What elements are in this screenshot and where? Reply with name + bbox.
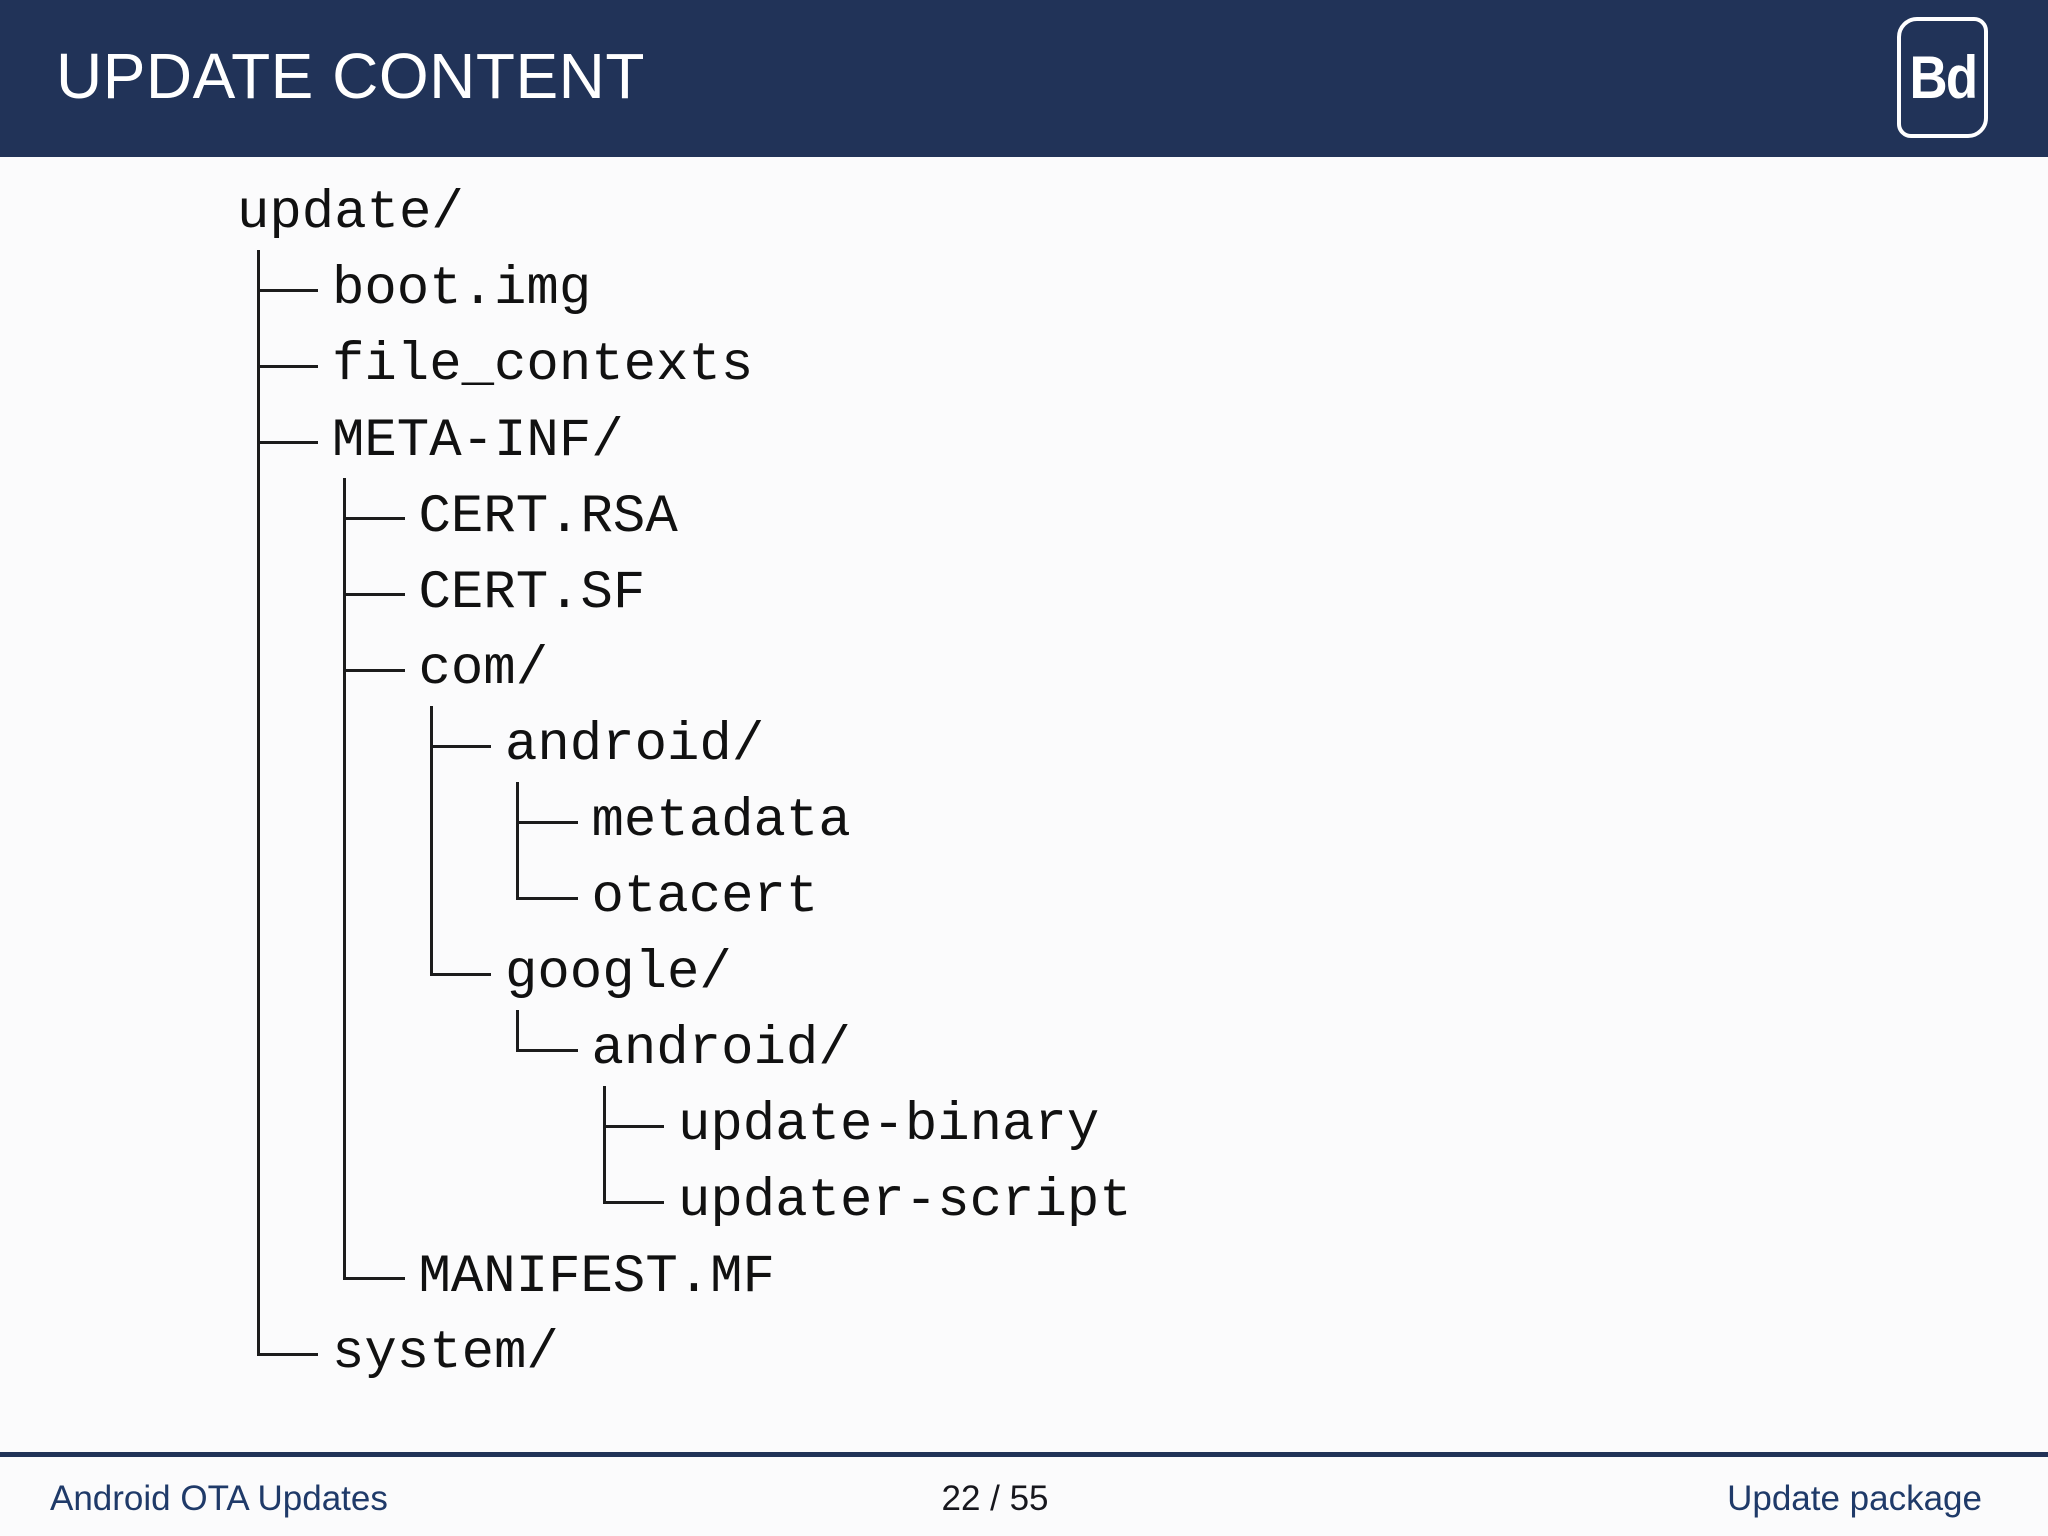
tree-connector-h <box>431 972 491 976</box>
tree-connector-h <box>344 668 405 672</box>
tree-connector-h <box>258 440 318 444</box>
tree-connector-h <box>517 1048 578 1052</box>
slide-title: UPDATE CONTENT <box>56 39 645 112</box>
footer-rule <box>0 1452 2048 1457</box>
tree-node-label: boot.img <box>332 259 592 320</box>
tree-node-label: metadata <box>591 791 851 852</box>
tree-node-label: otacert <box>591 867 819 928</box>
tree-connector-v <box>429 706 433 976</box>
tree-connector-h <box>604 1124 664 1128</box>
tree-node-label: com/ <box>418 639 549 700</box>
tree-node-label: updater-script <box>678 1171 1132 1232</box>
tree-connector-v <box>256 250 260 1356</box>
tree-connector-v <box>516 782 519 900</box>
tree-connector-h <box>344 592 405 596</box>
tree-node-label: system/ <box>332 1323 559 1384</box>
tree-connector-h <box>258 288 318 292</box>
title-bar: UPDATE CONTENT Bd <box>0 0 2048 157</box>
tree-connector-h <box>431 744 491 748</box>
tree-node-label: CERT.RSA <box>418 487 678 548</box>
tree-node-label: update-binary <box>678 1095 1100 1156</box>
tree-connector-v <box>343 478 346 1280</box>
tree-connector-h <box>517 820 578 824</box>
tree-node-label: MANIFEST.MF <box>418 1247 775 1308</box>
tree-node-label: META-INF/ <box>332 411 624 472</box>
tree-node-label: update/ <box>237 183 464 244</box>
tree-connector-v <box>516 1010 519 1052</box>
tree-connector-v <box>602 1086 606 1204</box>
tree-node-label: file_contexts <box>332 335 754 396</box>
tree-connector-h <box>344 516 405 520</box>
tree-node-label: android/ <box>591 1019 851 1080</box>
footer-course-title: Android OTA Updates <box>50 1479 388 1518</box>
bd-logo: Bd <box>1897 17 1988 138</box>
tree-connector-h <box>517 896 578 900</box>
bd-logo-text: Bd <box>1909 44 1978 111</box>
tree-connector-h <box>258 1352 318 1356</box>
tree-node-label: google/ <box>505 943 732 1004</box>
tree-connector-h <box>258 364 318 368</box>
tree-node-label: CERT.SF <box>418 563 646 624</box>
footer-section-title: Update package <box>1727 1479 1982 1518</box>
footer-page-number: 22 / 55 <box>941 1479 1049 1518</box>
tree-connector-h <box>604 1200 664 1204</box>
tree-node-label: android/ <box>505 715 765 776</box>
tree-connector-h <box>344 1276 405 1280</box>
